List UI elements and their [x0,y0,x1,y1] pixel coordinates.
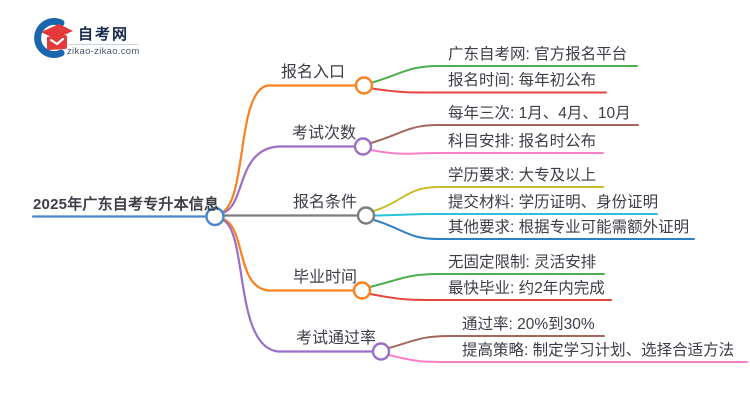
reg-entry-node-circle[interactable] [354,76,374,95]
leaf-edu-requirement[interactable]: 学历要求: 大专及以上 [448,167,597,184]
logo-divider [68,44,138,45]
root-node-circle[interactable] [205,206,225,227]
leaf-other-reqs[interactable]: 其他要求: 根据专业可能需额外证明 [448,219,690,236]
line-reg-entry-child1 [371,65,638,84]
site-logo: 自考网 zikao-zikao.com [28,14,158,62]
leaf-improve-strategy[interactable]: 提高策略: 制定学习计划、选择合适方法 [462,342,735,359]
line-exam-times-child1 [370,124,639,144]
leaf-exam-frequency[interactable]: 每年三次: 1月、4月、10月 [448,105,631,122]
line-graduation-child1 [369,273,605,288]
line-conditions-child2 [373,213,658,217]
line-pass-rate-child1 [388,335,605,349]
leaf-fastest-grad[interactable]: 最快毕业: 约2年内完成 [448,280,605,297]
curve-root-to-exam-times [221,145,280,215]
branch-graduation[interactable]: 毕业时间 [293,269,358,286]
logo-domain: zikao-zikao.com [67,46,140,57]
logo-cap-top-shape [41,24,73,39]
line-pass-rate-child2 [388,354,748,363]
leaf-no-limit[interactable]: 无固定限制: 灵活安排 [448,254,597,271]
logo-crescent-shape [34,18,65,58]
leaf-pass-percentage[interactable]: 通过率: 20%到30% [462,316,595,333]
leaf-reg-time[interactable]: 报名时间: 每年初公布 [448,72,597,89]
exam-times-node-circle[interactable] [353,137,373,156]
branch-conditions[interactable]: 报名条件 [293,194,358,211]
conditions-node-circle[interactable] [356,206,376,225]
line-conditions-child3 [373,219,695,240]
leaf-reg-platform[interactable]: 广东自考网: 官方报名平台 [448,46,628,63]
leaf-subject-plan[interactable]: 科目安排: 报名时公布 [448,133,597,150]
branch-reg-entry[interactable]: 报名入口 [281,64,346,81]
logo-cap-chevron [49,37,65,46]
line-graduation-child2 [369,293,612,301]
line-exam-times-child2 [370,149,604,155]
logo-title: 自考网 [78,26,130,43]
branch-pass-rate[interactable]: 考试通过率 [296,330,377,347]
pass-rate-node-circle[interactable] [371,342,391,361]
line-reg-entry-child2 [371,87,607,94]
graduation-node-circle[interactable] [352,281,372,300]
curve-root-to-reg-entry [221,84,270,214]
branch-exam-times[interactable]: 考试次数 [292,125,357,142]
curve-root-to-pass-rate [221,218,280,353]
curve-root-to-graduation [221,217,270,292]
line-conditions-child1 [373,186,604,212]
graduation-cap-logo-icon [34,18,73,58]
leaf-materials[interactable]: 提交材料: 学历证明、身份证明 [448,194,659,211]
root-topic[interactable]: 2025年广东自考专升本信息 [33,196,220,213]
